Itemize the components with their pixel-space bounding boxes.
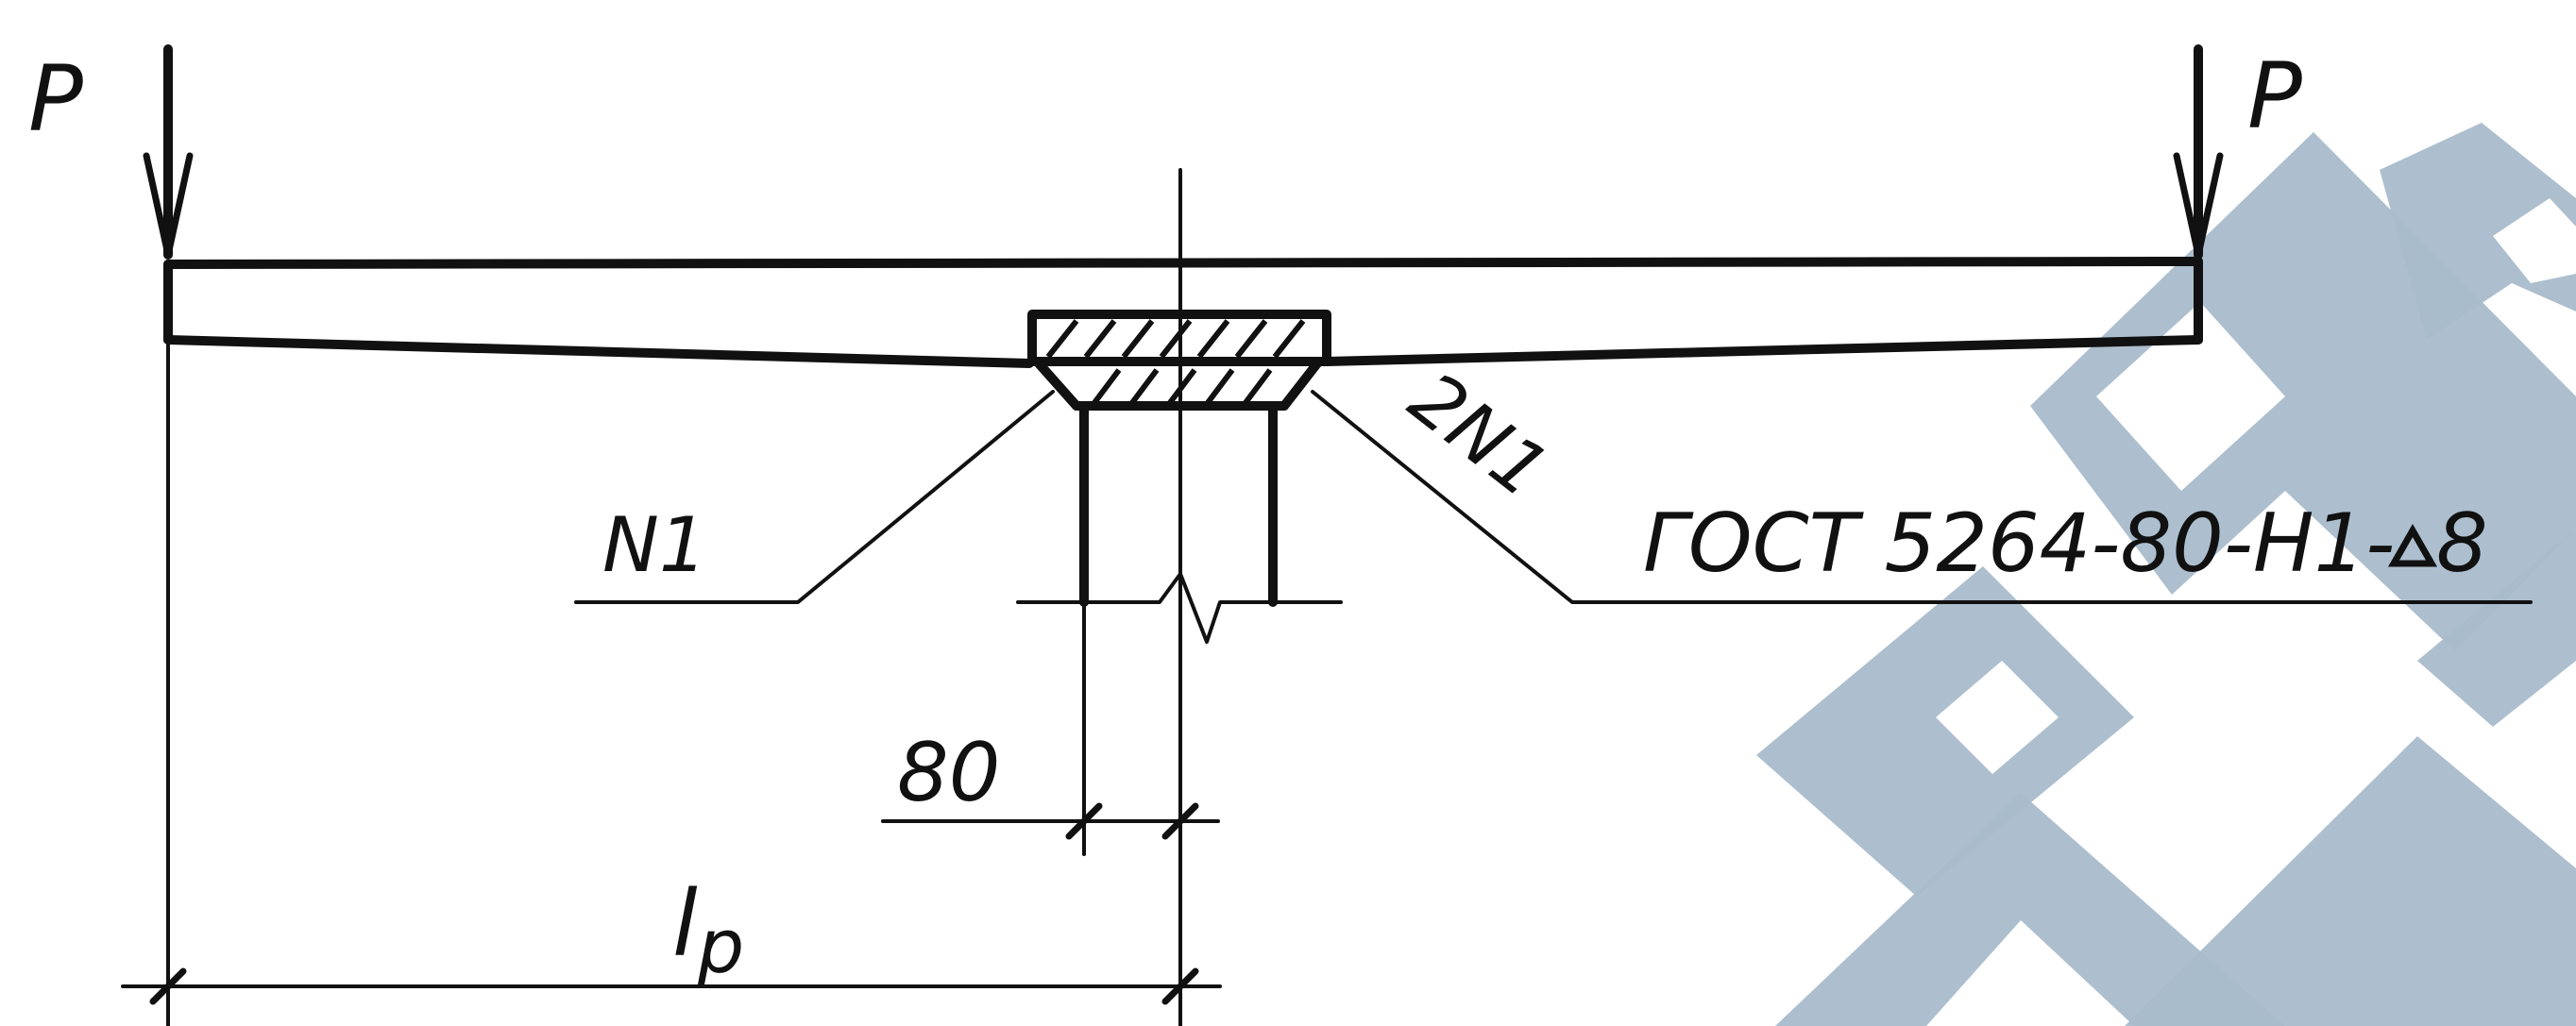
plate-bottom-edge — [163, 335, 2203, 368]
dimension-80 — [881, 600, 1220, 856]
watermark-hole-b — [1936, 661, 2059, 774]
dim-label-lp-sub: p — [697, 905, 745, 990]
weld-label-2n1: 2N1 — [1394, 357, 1564, 515]
watermark-band-2 — [1756, 566, 2134, 897]
weld-leg-triangle-icon — [2387, 523, 2438, 567]
watermark-band-4 — [2380, 123, 2576, 340]
watermark-band-5 — [2125, 736, 2576, 1026]
load-label-right: P — [2247, 43, 2302, 149]
standard-designation: ГОСТ 5264-80-Н1- — [1643, 496, 2395, 591]
watermark-hole-a — [2096, 302, 2285, 491]
leader-n1 — [574, 390, 1055, 604]
weld-lower-fillet — [1034, 359, 1322, 411]
watermark-band-6 — [2417, 529, 2576, 727]
plate-top-edge — [163, 257, 2203, 269]
standard-leg-size: 8 — [2436, 496, 2488, 591]
dim-label-lp-main: l — [672, 871, 698, 977]
dim-label-80: 80 — [897, 726, 1000, 820]
weld-hatching-bottom — [1091, 368, 1273, 406]
load-label-left: P — [28, 46, 83, 152]
dimension-lp — [121, 338, 1222, 1026]
weld-hatching-top — [1045, 319, 1306, 359]
watermark — [1756, 123, 2576, 1026]
watermark-hole-c — [2493, 198, 2576, 283]
test-plate — [163, 257, 2203, 368]
weld-label-n1: N1 — [602, 501, 707, 589]
leader-2n1 — [1311, 390, 2533, 604]
break-line — [1016, 572, 1343, 644]
watermark-band-1 — [1775, 793, 2285, 1026]
load-arrow-right — [2173, 44, 2224, 260]
load-arrow-left — [143, 44, 194, 260]
dim-label-lp: lp — [672, 871, 744, 990]
